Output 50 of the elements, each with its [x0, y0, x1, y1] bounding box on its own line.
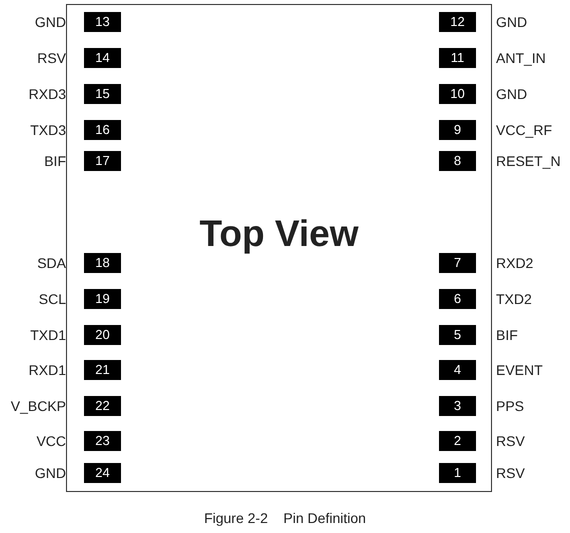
pin-number: 20: [94, 326, 111, 344]
figure-caption: Figure 2-2 Pin Definition: [203, 510, 367, 526]
pin-number: 2: [452, 432, 462, 450]
pin-number: 11: [450, 49, 466, 67]
pin-number: 23: [94, 432, 111, 450]
pin-name: RESET_N: [496, 152, 561, 171]
pin-name: BIF: [496, 326, 518, 345]
pin-name: VCC_RF: [496, 121, 552, 140]
pin-number: 17: [94, 152, 111, 170]
pin-name: RSV: [496, 432, 525, 451]
pin-name: RXD3: [28, 85, 66, 104]
pin-number: 14: [94, 49, 111, 67]
pin-number: 6: [452, 290, 462, 308]
pin-name: TXD1: [30, 326, 66, 345]
pin-number: 19: [94, 290, 111, 308]
pin-number: 12: [449, 13, 466, 31]
pin-name: RSV: [496, 464, 525, 483]
pin-name: SDA: [37, 254, 66, 273]
pin-name: TXD2: [496, 290, 532, 309]
pin-number: 21: [94, 361, 111, 379]
pin-name: VCC: [36, 432, 66, 451]
pin-name: SCL: [38, 290, 66, 309]
pin-name: GND: [496, 85, 528, 104]
pin-number: 24: [94, 464, 111, 482]
pin-number: 16: [94, 121, 111, 139]
pin-name: TXD3: [30, 121, 66, 140]
pin-name: V_BCKP: [10, 397, 66, 416]
pin-number: 10: [449, 85, 466, 103]
pin-number: 8: [452, 152, 462, 170]
pin-name: GND: [34, 13, 66, 32]
pin-name: ANT_IN: [496, 49, 546, 68]
pin-number: 18: [94, 254, 111, 272]
pin-number: 15: [94, 85, 111, 103]
pin-name: PPS: [496, 397, 524, 416]
view-label: Top View: [198, 213, 360, 255]
pin-number: 7: [452, 254, 462, 272]
pin-name: GND: [496, 13, 528, 32]
pin-number: 4: [452, 361, 462, 379]
pin-name: GND: [34, 464, 66, 483]
pin-name: RXD2: [496, 254, 534, 273]
pin-number: 5: [452, 326, 462, 344]
pin-name: EVENT: [496, 361, 543, 380]
pin-name: RSV: [37, 49, 66, 68]
pin-number: 9: [452, 121, 462, 139]
pin-number: 13: [94, 13, 111, 31]
pin-name: RXD1: [28, 361, 66, 380]
pin-number: 1: [452, 464, 462, 482]
pin-name: BIF: [44, 152, 66, 171]
pin-number: 3: [452, 397, 462, 415]
pin-number: 22: [94, 397, 111, 415]
